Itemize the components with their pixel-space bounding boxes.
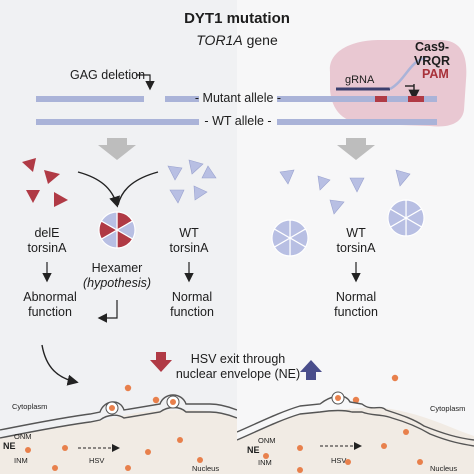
wt-torsina-label-right: WT torsinA bbox=[337, 226, 376, 256]
mutant-allele-left-bar-a bbox=[36, 96, 144, 102]
figure-title: DYT1 mutation bbox=[184, 10, 290, 27]
inm-label-left: INM bbox=[14, 456, 28, 465]
curved-arrow-icon bbox=[117, 171, 159, 206]
triangle-subunit-icon bbox=[167, 165, 183, 181]
hsv-line2: nuclear envelope (NE) bbox=[175, 367, 301, 381]
wt-line1: WT bbox=[179, 226, 199, 240]
mutant-allele-left-bar-b bbox=[165, 96, 199, 102]
ne-label-left: NE bbox=[3, 441, 16, 451]
triangle-subunit-icon bbox=[54, 192, 68, 207]
triangle-subunit-icon bbox=[22, 158, 36, 172]
hexamer-icon bbox=[387, 199, 425, 237]
dele-line2: torsinA bbox=[27, 241, 67, 255]
triangle-subunit-icon bbox=[395, 169, 411, 187]
curved-arrow-icon bbox=[77, 171, 120, 208]
hexamer-line1: Hexamer bbox=[91, 261, 143, 275]
hsv-label-left: HSV bbox=[89, 456, 105, 465]
hexamer-label: Hexamer (hypothesis) bbox=[83, 261, 151, 291]
gene-suffix: gene bbox=[242, 32, 278, 48]
triangle-subunit-icon bbox=[193, 185, 208, 201]
cytoplasm-label-left: Cytoplasm bbox=[12, 402, 48, 411]
triangle-subunit-icon bbox=[349, 177, 365, 193]
up-arrow-icon bbox=[300, 360, 322, 380]
cytoplasm-label-right: Cytoplasm bbox=[430, 404, 466, 413]
hexamer-icon bbox=[98, 211, 136, 249]
triangle-subunit-icon bbox=[188, 159, 204, 175]
nucleus-label-right: Nucleus bbox=[430, 464, 458, 473]
right-normal-line2: function bbox=[334, 305, 378, 319]
hsv-particle bbox=[352, 396, 360, 404]
abnormal-line1: Abnormal bbox=[23, 290, 77, 304]
triangle-subunit-icon bbox=[44, 170, 60, 184]
mutant-allele-red-segment bbox=[375, 96, 387, 102]
right-wt-line1: WT bbox=[346, 226, 366, 240]
hsv-particle bbox=[124, 384, 132, 392]
abnormal-function-label: Abnormal function bbox=[23, 290, 77, 320]
dele-torsina-subunits bbox=[22, 158, 68, 207]
onm-label-left: ONM bbox=[14, 432, 32, 441]
pam-red-segment bbox=[408, 96, 424, 102]
dele-torsina-label: delE torsinA bbox=[28, 226, 67, 256]
wt-torsina-subunits-right bbox=[279, 169, 411, 215]
triangle-subunit-icon bbox=[201, 165, 217, 179]
wt-torsina-subunits-left bbox=[167, 159, 217, 204]
wt-line2: torsinA bbox=[169, 241, 209, 255]
down-arrow-icon bbox=[98, 138, 136, 160]
hsv-particle bbox=[391, 374, 399, 382]
pam-label: PAM bbox=[422, 67, 449, 81]
hexamer-line2: (hypothesis) bbox=[82, 276, 152, 290]
triangle-subunit-icon bbox=[279, 169, 295, 185]
triangle-subunit-icon bbox=[329, 199, 345, 215]
nuclear-envelope-right bbox=[237, 391, 474, 474]
triangle-subunit-icon bbox=[169, 189, 185, 204]
hexamer-to-abnormal-arrow bbox=[97, 300, 118, 323]
ne-label-right: NE bbox=[247, 445, 260, 455]
gag-deletion-arrow bbox=[136, 74, 155, 91]
mutant-allele-label: - Mutant allele - bbox=[194, 91, 282, 105]
wt-allele-label: - WT allele - bbox=[204, 114, 272, 128]
nuclear-envelope-left bbox=[0, 394, 237, 474]
nucleus-label-left: Nucleus bbox=[192, 464, 220, 473]
wt-torsina-label-left: WT torsinA bbox=[170, 226, 209, 256]
down-arrow-icon bbox=[150, 352, 172, 372]
hexamer-icon bbox=[271, 219, 309, 257]
normal-line1: Normal bbox=[171, 290, 213, 304]
triangle-subunit-icon bbox=[317, 175, 331, 191]
normal-function-label-right: Normal function bbox=[334, 290, 378, 320]
wt-allele-left-bar bbox=[36, 119, 199, 125]
triangle-subunit-icon bbox=[26, 190, 40, 203]
cas9-line2: VRQR bbox=[413, 54, 451, 68]
right-wt-line2: torsinA bbox=[336, 241, 376, 255]
grna-loop bbox=[389, 56, 427, 91]
hsv-exit-label: HSV exit through nuclear envelope (NE) bbox=[176, 352, 300, 382]
gene-name: TOR1A bbox=[196, 32, 243, 48]
normal-line2: function bbox=[170, 305, 214, 319]
abnormal-line2: function bbox=[28, 305, 72, 319]
dele-line1: delE bbox=[34, 226, 60, 240]
mutant-allele-right-bar bbox=[277, 96, 437, 102]
gene-label: TOR1A gene bbox=[196, 32, 277, 48]
grna-label: gRNA bbox=[345, 74, 375, 86]
curved-arrow-icon bbox=[41, 344, 79, 386]
cas9-label: Cas9- VRQR bbox=[414, 40, 450, 68]
hsv-line1: HSV exit through bbox=[190, 352, 286, 366]
normal-function-label-left: Normal function bbox=[170, 290, 214, 320]
down-arrow-icon bbox=[337, 138, 375, 160]
hsv-label-right: HSV bbox=[331, 456, 347, 465]
gag-deletion-label: GAG deletion bbox=[70, 68, 146, 82]
inm-label-right: INM bbox=[258, 458, 272, 467]
hsv-particle bbox=[152, 396, 160, 404]
onm-label-right: ONM bbox=[258, 436, 276, 445]
wt-allele-right-bar bbox=[277, 119, 437, 125]
right-normal-line1: Normal bbox=[335, 290, 377, 304]
cas9-line1: Cas9- bbox=[414, 40, 450, 54]
